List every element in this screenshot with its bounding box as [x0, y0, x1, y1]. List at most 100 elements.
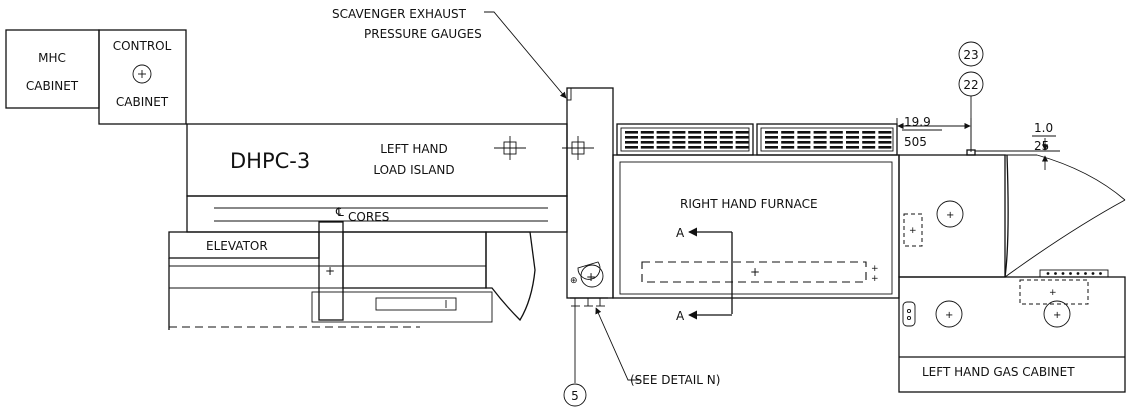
vent-slat [672, 146, 686, 149]
svg-text:+: + [871, 264, 879, 274]
vent-slat [846, 146, 859, 149]
vent-slat [688, 136, 702, 139]
see-detail-label: (SEE DETAIL N) [630, 373, 720, 387]
section-a-bottom: A [676, 309, 685, 323]
cabinet-handle-icon [902, 301, 916, 327]
indicator-dot [1099, 272, 1102, 275]
vent-slat [656, 131, 670, 134]
vent-slat [640, 131, 654, 134]
indicator-dot [1076, 272, 1080, 275]
vent-slat [672, 136, 686, 139]
scavenger-column: + ⊕ [566, 87, 614, 307]
section-a-top: A [676, 226, 685, 240]
vent-slat [688, 131, 702, 134]
vent-slat [846, 136, 859, 139]
vent-slat [878, 131, 892, 134]
vent-slat [781, 136, 795, 139]
vent-slat [704, 141, 717, 144]
vent-slat [625, 131, 638, 134]
vent-slat [781, 141, 795, 144]
indicator-dot [1046, 272, 1050, 275]
vent-slat [735, 131, 749, 134]
vent-slat [862, 131, 876, 134]
control-cabinet: CONTROL CABINET [98, 29, 187, 125]
vent-slat [862, 141, 876, 144]
load-island: DHPC-3 LEFT HAND LOAD ISLAND [186, 123, 594, 197]
callout-23: 23 [958, 41, 984, 67]
vent-slat [878, 146, 892, 149]
vent-slat [719, 141, 733, 144]
indicator-dot [1091, 272, 1095, 275]
elevator-label: ELEVATOR [206, 239, 268, 253]
vent-slat [704, 146, 717, 149]
mhc-cabinet-label-2: CABINET [26, 79, 79, 93]
vent-slat [719, 146, 733, 149]
dimension-1-0-upper: 1.0 [1034, 121, 1053, 135]
left-hand-gas-cabinet: LEFT HAND GAS CABINET + + + [898, 269, 1126, 393]
scavenger-label-1: SCAVENGER EXHAUST [332, 7, 467, 21]
vent-slat [829, 141, 843, 144]
elevator: ELEVATOR + [168, 221, 536, 330]
scavenger-exhaust-callout: SCAVENGER EXHAUST PRESSURE GAUGES [332, 7, 567, 99]
vent-slat [765, 141, 778, 144]
crosshair-icon [494, 136, 526, 160]
cores-label: CORES [348, 210, 389, 224]
vent-slat [640, 146, 654, 149]
indicator-dot [1054, 272, 1057, 275]
vent-slat [640, 136, 654, 139]
svg-text:+: + [1053, 310, 1061, 321]
gas-cabinet-label: LEFT HAND GAS CABINET [922, 365, 1075, 379]
vent-slat [878, 141, 892, 144]
callout-22: 22 [958, 71, 984, 150]
vent-slat [625, 146, 638, 149]
dhpc-label: DHPC-3 [230, 149, 310, 173]
vent-slat [813, 131, 827, 134]
svg-text:+: + [909, 226, 917, 236]
vent-slat [846, 131, 859, 134]
motor-icon [936, 200, 964, 228]
see-detail-callout: (SEE DETAIL N) [595, 307, 720, 387]
dimension-19-9: 19.9 505 [896, 115, 976, 156]
svg-text:+: + [946, 210, 954, 221]
control-cabinet-label-1: CONTROL [113, 39, 172, 53]
vent-slat [765, 146, 778, 149]
load-island-label-2: LOAD ISLAND [373, 163, 454, 177]
centerline-symbol: ℄ [335, 205, 344, 219]
gas-port-icon [1043, 300, 1071, 328]
vent-slat [672, 131, 686, 134]
dimension-19-9-lower: 505 [904, 135, 927, 149]
indicator-dot [1069, 272, 1072, 275]
vent-slat [813, 146, 827, 149]
vent-slat [704, 131, 717, 134]
vent-slat [656, 146, 670, 149]
dimension-19-9-upper: 19.9 [904, 115, 931, 129]
vent-grille-left [616, 123, 754, 156]
scavenger-label-2: PRESSURE GAUGES [364, 27, 482, 41]
vent-slat [625, 136, 638, 139]
vent-slat [829, 146, 843, 149]
right-hand-furnace: RIGHT HAND FURNACE + + + A A [612, 154, 900, 323]
vent-slat [797, 131, 811, 134]
control-cabinet-label-2: CABINET [116, 95, 169, 109]
svg-text:+: + [750, 265, 760, 279]
vent-slat [656, 136, 670, 139]
vent-slat [765, 131, 778, 134]
scavenger-fan-icon [580, 264, 604, 288]
vent-slat [797, 146, 811, 149]
vent-slat [672, 141, 686, 144]
vent-slat [625, 141, 638, 144]
vent-slat [735, 136, 749, 139]
control-cabinet-center-icon [132, 64, 152, 84]
callout-22-number: 22 [963, 78, 978, 92]
right-module: + + [898, 154, 1126, 278]
vent-grille-right [756, 123, 898, 156]
callout-5: 5 [563, 306, 587, 407]
vent-slat [829, 136, 843, 139]
vent-slat [704, 136, 717, 139]
vent-slat [813, 136, 827, 139]
dimension-1-0: 1.0 25 [975, 121, 1060, 170]
svg-text:+: + [945, 310, 953, 321]
vent-slat [688, 146, 702, 149]
vent-slat [765, 136, 778, 139]
